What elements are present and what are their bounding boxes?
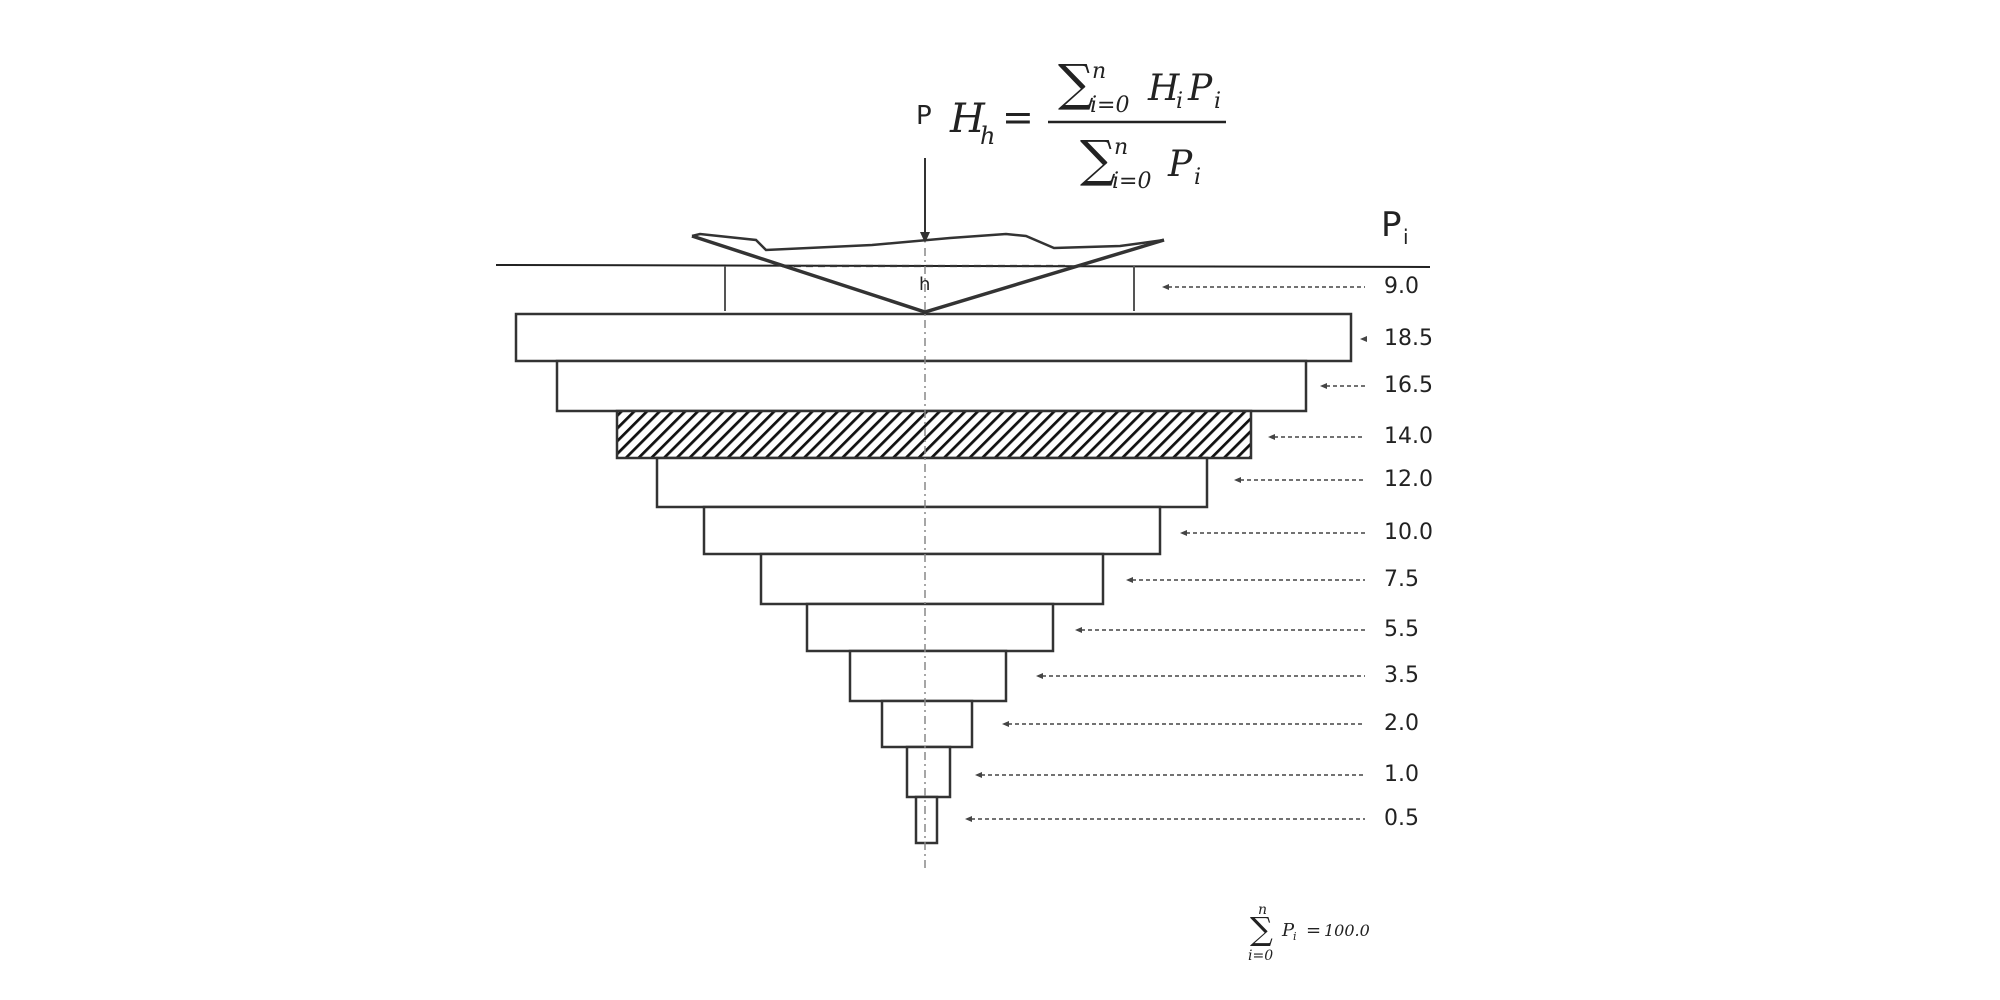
leader-arrowhead [1268,434,1275,440]
layer-5-5 [805,602,1055,653]
sum-note-lower: i=0 [1248,948,1273,964]
layer-10-0 [702,505,1162,556]
layer-weight-label: 10.0 [1384,520,1433,545]
leader-arrowhead [975,772,982,778]
indenter-cone [691,234,1165,314]
leader-arrowhead [1162,284,1169,290]
leader-arrowhead [1320,383,1327,389]
sum-note-equals: = [1306,920,1321,941]
leader-arrowhead [1180,530,1187,536]
numerator-term-h: H [1147,68,1180,109]
numerator-term-h-subscript: i [1176,89,1183,114]
layer-1-0 [905,745,952,799]
hardness-layers: 9.0 18.5 16.5 14.0 12.0 10.0 7.5 5.5 3.5 2.0 1.0 0.… [514,266,1433,845]
layer-0-5 [914,795,939,845]
leader-arrowhead [1234,477,1241,483]
layer-12-0 [655,456,1209,509]
numerator-sum-symbol: ∑ [1058,54,1094,112]
layer-weight-label: 7.5 [1384,567,1419,592]
numerator-term-p-subscript: i [1214,89,1221,114]
denominator-sum-lower: i=0 [1112,169,1151,194]
layer-9-0 [724,266,1135,311]
weight-column-header-subscript: i [1403,225,1409,249]
sum-note-term: P [1281,920,1295,941]
sum-note-symbol: ∑ [1250,910,1273,948]
leader-arrowhead [1036,673,1043,679]
sum-note-upper: n [1258,902,1267,918]
sum-note-term-subscript: i [1293,930,1297,943]
weighted-hardness-formula: H h = ∑ n i=0 H i P i ∑ n i=0 P i [949,54,1226,194]
layer-weight-label: 12.0 [1384,467,1433,492]
load-label: P [916,101,932,131]
load-arrowhead [920,232,930,243]
layer-2-0 [880,699,974,749]
formula-equals: = [1002,95,1034,139]
layer-weight-label: 16.5 [1384,373,1433,398]
sum-note-total: 100.0 [1324,921,1370,940]
layer-weight-label: 5.5 [1384,617,1419,642]
layer-weight-label: 9.0 [1384,274,1419,299]
leader-arrowhead [1002,721,1009,727]
formula-lhs-subscript: h [980,122,995,150]
layer-3-5 [848,649,1008,703]
layer-weight-label: 14.0 [1384,424,1433,449]
layer-weight-label: 1.0 [1384,762,1419,787]
weight-column-header: P [1381,205,1402,245]
layer-weight-label: 18.5 [1384,326,1433,351]
denominator-term-p: P [1167,144,1193,185]
indented-surface-profile [691,232,1165,252]
layer-weight-label: 3.5 [1384,663,1419,688]
denominator-sum-upper: n [1114,135,1128,160]
numerator-term-p: P [1187,68,1213,109]
denominator-sum-symbol: ∑ [1080,130,1116,188]
formula-lhs: H [949,96,986,142]
numerator-sum-lower: i=0 [1090,93,1129,118]
layer-18-5 [514,312,1353,363]
layer-weight-label: 0.5 [1384,806,1419,831]
layer-7-5 [759,552,1105,606]
leader-arrowhead [965,816,972,822]
denominator-term-p-subscript: i [1194,165,1201,190]
layer-14-0 [615,409,1253,460]
layer-16-5 [555,359,1308,413]
layer-weight-label: 2.0 [1384,711,1419,736]
weight-sum-note: ∑ n i=0 P i = 100.0 [1248,902,1370,964]
leader-arrowhead [1126,577,1133,583]
leader-arrowhead [1075,627,1082,633]
numerator-sum-upper: n [1092,59,1106,84]
leader-arrowhead [1360,336,1367,342]
